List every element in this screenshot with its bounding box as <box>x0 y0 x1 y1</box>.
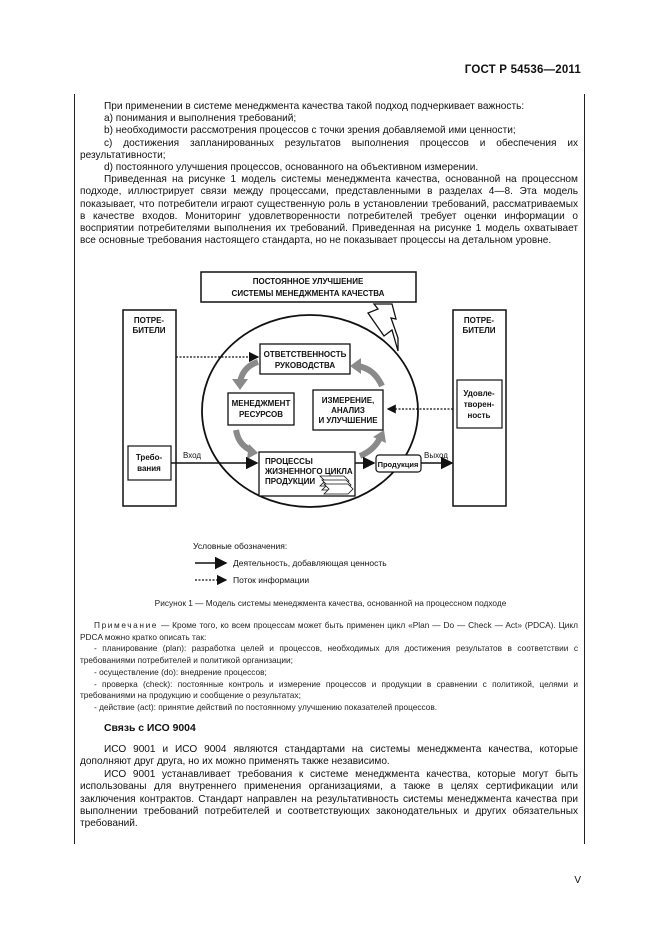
customers-right-label-1: ПОТРЕ- <box>464 316 495 325</box>
pdca-note: Примечание — Кроме того, ко всем процесс… <box>80 620 578 714</box>
note-intro-text: — Кроме того, ко всем процессам может бы… <box>80 620 578 642</box>
continual-improvement-box <box>200 271 417 303</box>
process-stack-icon <box>319 475 354 495</box>
management-responsibility-label-1: ОТВЕТСТВЕННОСТЬ <box>264 350 347 359</box>
improvement-up-arrow <box>366 303 399 352</box>
left-margin-rule <box>74 94 75 844</box>
list-item-d: d) постоянного улучшения процессов, осно… <box>104 162 479 174</box>
qms-process-model-diagram: ПОСТОЯННОЕ УЛУЧШЕНИЕ СИСТЕМЫ МЕНЕДЖМЕНТА… <box>122 271 507 586</box>
input-label: Вход <box>183 451 201 460</box>
requirements-label-2: вания <box>137 464 161 473</box>
note-item-do: - осуществление (do): внедрение процессо… <box>94 666 267 677</box>
note-item-plan: - планирование (plan): разработка целей … <box>80 643 578 666</box>
output-label: Выход <box>424 451 448 460</box>
requirements-label-1: Требо- <box>136 453 163 462</box>
customers-right-label-2: БИТЕЛИ <box>462 326 495 335</box>
measurement-analysis-box <box>312 389 384 431</box>
section-heading: Связь с ИСО 9004 <box>104 723 196 734</box>
product-realization-label-1: ПРОЦЕССЫ <box>265 457 313 466</box>
continual-improvement-title-2: СИСТЕМЫ МЕНЕДЖМЕНТА КАЧЕСТВА <box>232 289 385 298</box>
cycle-arrow-processes-to-measurement <box>358 436 383 459</box>
legend-value-added: Деятельность, добавляющая ценность <box>233 558 387 568</box>
note-item-check: - проверка (check): постоянные контроль … <box>80 678 578 701</box>
section-paragraph-2: ИСО 9001 устанавливает требования к сист… <box>80 768 578 830</box>
management-responsibility-box <box>259 343 351 375</box>
legend-title: Условные обозначения: <box>193 541 288 551</box>
measurement-label-1: ИЗМЕРЕНИЕ, <box>322 396 375 405</box>
satisfaction-label-2: творен- <box>464 400 495 409</box>
customers-left-label-2: БИТЕЛИ <box>132 326 165 335</box>
resource-management-box <box>227 392 295 426</box>
product-realization-label-2: ЖИЗНЕННОГО ЦИКЛА <box>264 467 353 476</box>
resource-management-label-1: МЕНЕДЖМЕНТ <box>232 399 291 408</box>
list-item-a: a) понимания и выполнения требований; <box>104 113 297 125</box>
document-code: ГОСТ Р 54536—2011 <box>464 64 581 76</box>
resource-management-label-2: РЕСУРСОВ <box>239 410 283 419</box>
product-realization-label-3: ПРОДУКЦИИ <box>265 477 315 486</box>
model-paragraph: Приведенная на рисунке 1 модель системы … <box>80 174 578 247</box>
measurement-label-2: АНАЛИЗ <box>331 406 365 415</box>
note-item-act: - действие (act): принятие действий по п… <box>94 701 438 712</box>
figure-caption: Рисунок 1 — Модель системы менеджмента к… <box>154 598 507 608</box>
product-label: Продукция <box>378 460 419 469</box>
legend-info-flow: Поток информации <box>233 575 310 585</box>
right-margin-rule <box>584 94 585 844</box>
customers-left-label-1: ПОТРЕ- <box>134 316 165 325</box>
satisfaction-box <box>456 379 503 429</box>
note-intro: Примечание — Кроме того, ко всем процесс… <box>80 620 578 643</box>
section-text: ИСО 9001 и ИСО 9004 являются стандартами… <box>80 744 578 831</box>
satisfaction-label-3: ность <box>468 411 491 420</box>
list-item-c: c) достижения запланированных результато… <box>80 137 578 161</box>
measurement-label-3: И УЛУЧШЕНИЕ <box>318 416 378 425</box>
intro-text: При применении в системе менеджмента кач… <box>80 101 578 247</box>
management-responsibility-label-2: РУКОВОДСТВА <box>275 361 336 370</box>
cycle-arrowheads <box>232 358 386 459</box>
intro-paragraph: При применении в системе менеджмента кач… <box>104 101 525 112</box>
list-item-b: b) необходимости рассмотрения процессов … <box>104 125 516 137</box>
requirements-box <box>127 445 172 481</box>
note-label: Примечание <box>94 620 159 630</box>
satisfaction-label-1: Удовле- <box>463 389 495 398</box>
section-paragraph-1: ИСО 9001 и ИСО 9004 являются стандартами… <box>80 744 578 768</box>
page-number: V <box>574 875 581 886</box>
continual-improvement-title-1: ПОСТОЯННОЕ УЛУЧШЕНИЕ <box>253 277 364 286</box>
